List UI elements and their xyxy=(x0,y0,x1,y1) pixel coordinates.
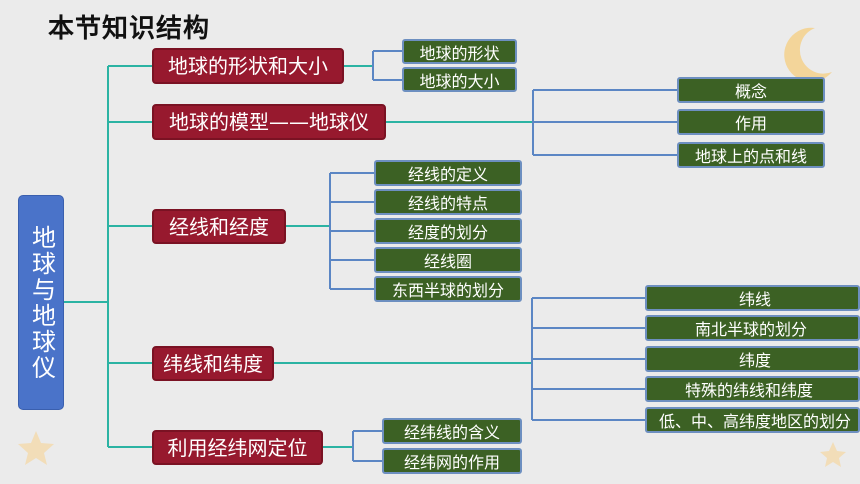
moon-icon xyxy=(784,27,832,82)
leaf-points-lines: 地球上的点和线 xyxy=(677,142,825,168)
root-node: 地球与地球仪 xyxy=(18,195,64,410)
leaf-east-west-hemispheres: 东西半球的划分 xyxy=(374,276,522,302)
leaf-grid-function: 经纬网的作用 xyxy=(382,448,522,474)
leaf-north-south-hemispheres: 南北半球的划分 xyxy=(645,315,860,341)
branch-meridian-longitude: 经线和经度 xyxy=(152,209,286,244)
branch-grid-positioning: 利用经纬网定位 xyxy=(152,430,323,465)
branch-globe-model: 地球的模型——地球仪 xyxy=(152,104,386,140)
branch-shape-size: 地球的形状和大小 xyxy=(152,48,344,84)
star-icon xyxy=(18,431,54,465)
leaf-concept: 概念 xyxy=(677,77,825,103)
leaf-longitude-division: 经度的划分 xyxy=(374,218,522,244)
leaf-earth-size: 地球的大小 xyxy=(402,67,517,92)
leaf-earth-shape: 地球的形状 xyxy=(402,39,517,64)
leaf-meridian-definition: 经线的定义 xyxy=(374,160,522,186)
leaf-meridian-features: 经线的特点 xyxy=(374,189,522,215)
leaf-parallel: 纬线 xyxy=(645,285,860,311)
leaf-function: 作用 xyxy=(677,109,825,135)
star-icon xyxy=(820,442,846,467)
leaf-meridian-circle: 经线圈 xyxy=(374,247,522,273)
leaf-grid-meaning: 经纬线的含义 xyxy=(382,418,522,444)
leaf-latitude-zones: 低、中、高纬度地区的划分 xyxy=(645,407,860,433)
branch-parallel-latitude: 纬线和纬度 xyxy=(152,346,274,381)
leaf-latitude: 纬度 xyxy=(645,346,860,372)
leaf-special-parallels: 特殊的纬线和纬度 xyxy=(645,376,860,402)
page-title: 本节知识结构 xyxy=(48,14,211,44)
